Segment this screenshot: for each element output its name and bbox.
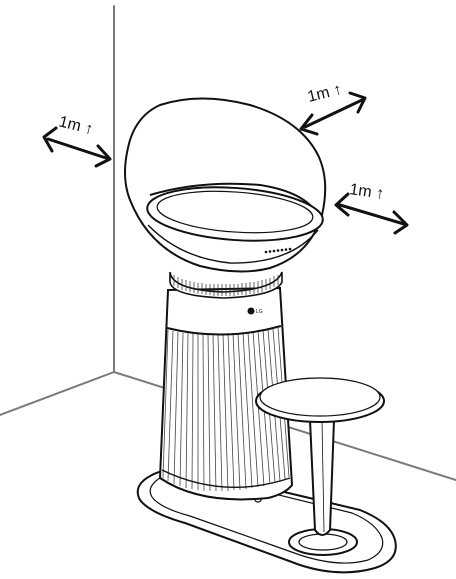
lg-logo-text: LG bbox=[256, 309, 263, 315]
floor-left-edge-line bbox=[0, 371, 115, 416]
side-stool bbox=[255, 377, 385, 536]
pet-bed-bowl bbox=[124, 97, 327, 273]
clearance-arrow-left bbox=[42, 126, 112, 168]
clearance-label-top-right: 1m ↑ bbox=[306, 81, 344, 106]
clearance-label-left: 1m ↑ bbox=[57, 113, 95, 138]
lg-logo-icon bbox=[247, 307, 255, 315]
clearance-arrow-right bbox=[334, 192, 409, 235]
purifier-body: LG bbox=[158, 286, 294, 501]
top-fan-ring bbox=[169, 271, 283, 299]
clearance-label-right: 1m ↑ bbox=[348, 181, 385, 203]
clearance-arrow-top-right bbox=[299, 91, 367, 136]
indicator-dots bbox=[264, 247, 292, 254]
filter-grille bbox=[162, 327, 290, 492]
